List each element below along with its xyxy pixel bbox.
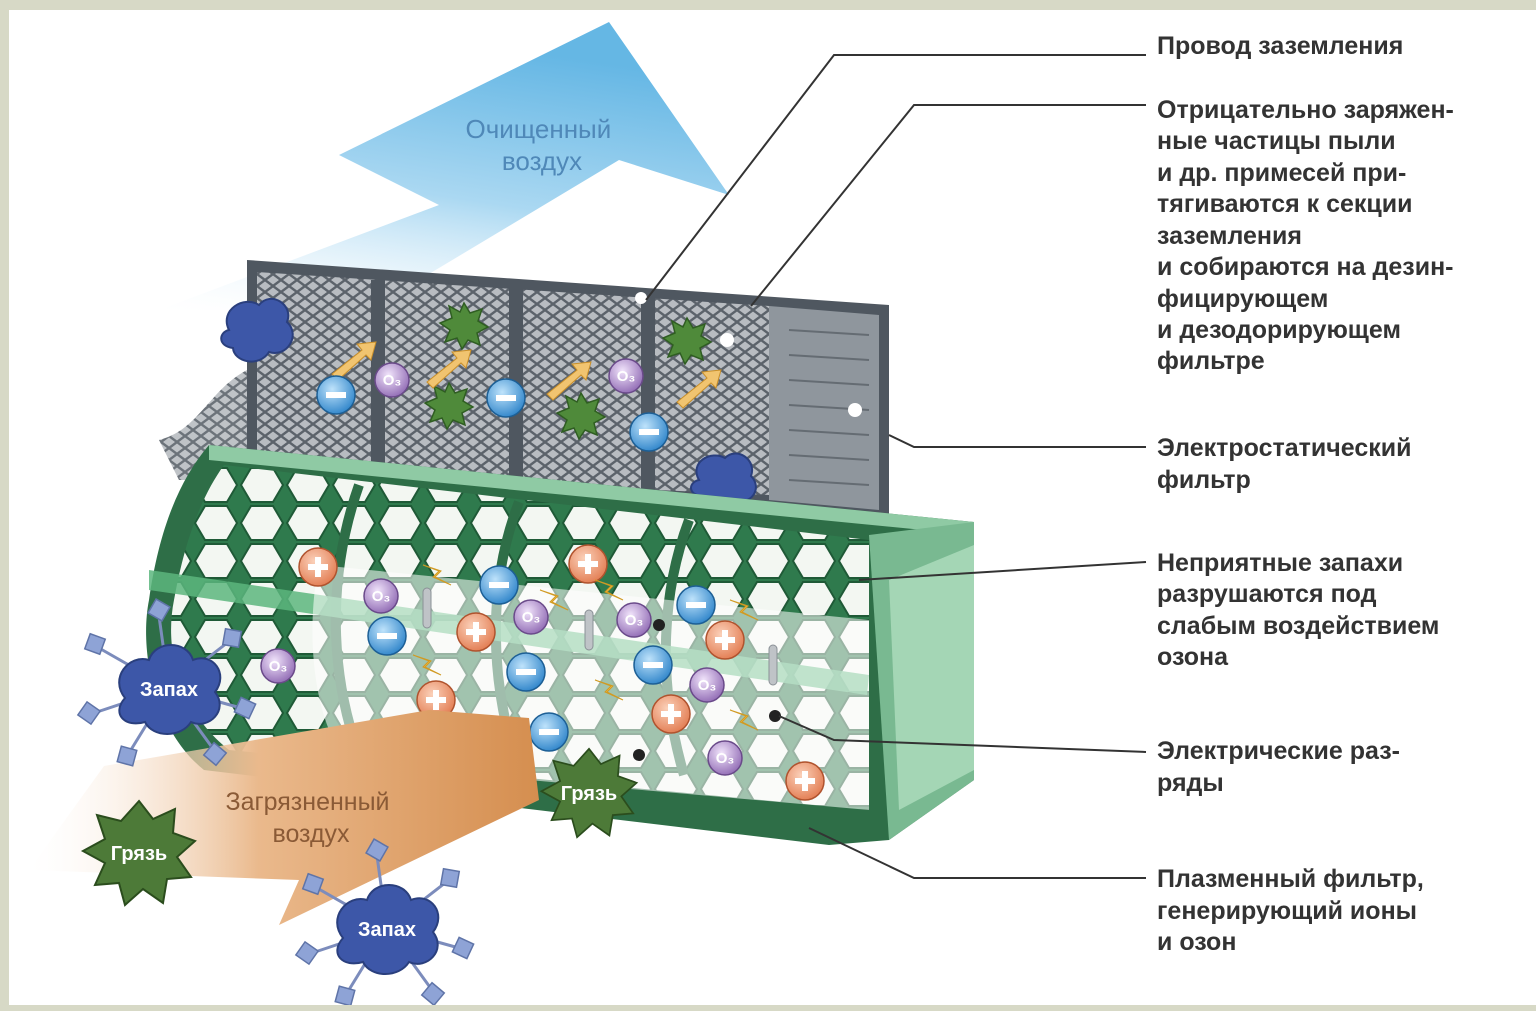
ozone-label: O₃ xyxy=(372,588,391,605)
callout-plasma-filter: Плазменный фильтр, генерирующий ионы и о… xyxy=(1157,865,1431,956)
leader-line-ground-wire xyxy=(645,54,1146,301)
positive-ion-icon xyxy=(785,761,825,801)
callout-ground-wire: Провод заземления xyxy=(1157,32,1403,60)
plasma-particles: O₃ O₃ O₃ O₃ O₃ O₃ O₃ O₃ xyxy=(260,368,825,801)
positive-ion-icon xyxy=(568,544,608,584)
ozone-label: O₃ xyxy=(617,368,636,385)
negative-ion-icon xyxy=(629,412,669,452)
ozone-label: O₃ xyxy=(698,677,717,694)
clean-air-arrow: Очищенный воздух xyxy=(159,22,729,310)
filter-particles xyxy=(220,297,757,510)
smell-molecule-icon xyxy=(220,297,294,363)
callout-discharges: Электрические раз- ряды xyxy=(1157,737,1407,797)
svg-text:Запах: Запах xyxy=(140,679,198,701)
callout-electrostatic-filter: Электростатический фильтр xyxy=(1157,434,1418,494)
svg-text:Запах: Запах xyxy=(358,919,416,941)
leader-line-particles xyxy=(750,104,1146,307)
ozone-label: O₃ xyxy=(269,658,288,675)
leader-line-discharges xyxy=(778,715,1147,753)
dirty-air-label-line-2: воздух xyxy=(272,820,350,848)
negative-ion-icon xyxy=(486,378,526,418)
callout-odors: Неприятные запахи разрушаются под слабым… xyxy=(1157,549,1446,671)
clean-air-label-line-2: воздух xyxy=(502,146,582,176)
dirt-tag-2: Грязь xyxy=(540,747,638,839)
negative-ion-icon xyxy=(479,565,519,605)
positive-ion-icon xyxy=(456,612,496,652)
ozone-label: O₃ xyxy=(625,612,644,629)
clean-air-label: Очищенный воздух xyxy=(465,114,618,176)
negative-ion-icon xyxy=(367,616,407,656)
dirt-tag-1: Грязь xyxy=(82,800,196,906)
negative-ion-icon xyxy=(529,712,569,752)
leader-line-plasma xyxy=(808,827,1146,879)
diagram-canvas: Очищенный воздух xyxy=(9,10,1536,1005)
positive-ion-icon xyxy=(298,547,338,587)
clean-air-label-line-1: Очищенный xyxy=(465,114,611,144)
callout-charged-particles: Отрицательно заряжен- ные частицы пыли и… xyxy=(1157,96,1461,375)
ozone-label: O₃ xyxy=(716,750,735,767)
negative-ion-icon xyxy=(633,645,673,685)
positive-ion-icon xyxy=(705,620,745,660)
svg-text:Грязь: Грязь xyxy=(111,843,167,865)
smell-tag-2: Запах xyxy=(294,837,476,1005)
negative-ion-icon xyxy=(506,652,546,692)
positive-ion-icon xyxy=(651,694,691,734)
ozone-label: O₃ xyxy=(522,609,541,626)
negative-ion-icon xyxy=(316,375,356,415)
leader-line-electrostatic xyxy=(888,434,1146,448)
leader-line-odors xyxy=(858,561,1147,581)
svg-text:Грязь: Грязь xyxy=(561,783,617,805)
leader-lines xyxy=(645,54,1147,879)
smell-tag-1: Запах xyxy=(76,597,258,768)
ozone-label: O₃ xyxy=(383,372,402,389)
dirty-air-label-line-1: Загрязненный xyxy=(226,788,390,816)
dirty-air-label: Загрязненный воздух xyxy=(226,788,397,848)
negative-ion-icon xyxy=(676,585,716,625)
